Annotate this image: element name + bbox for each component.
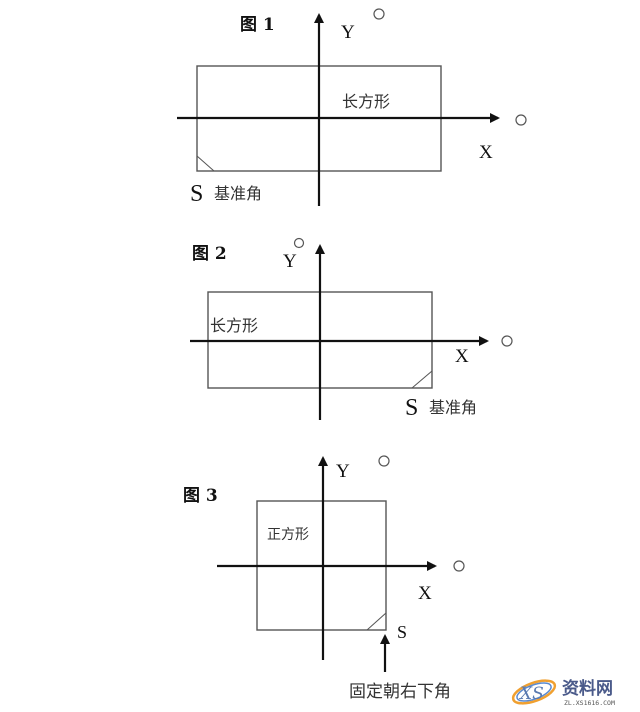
figure-2: 图 2 Y X 长方形 S 基准角 <box>190 237 513 421</box>
figure-1-y-origin-circle <box>373 8 385 20</box>
figure-1-y-label: Y <box>341 22 355 43</box>
figure-2-y-label: Y <box>283 251 297 272</box>
logo-ring-icon <box>516 682 552 702</box>
figure-2-s-label: S <box>405 395 418 421</box>
watermark-url: ZL.XS1616.COM <box>564 699 615 707</box>
figure-3-shape-label: 正方形 <box>267 527 309 543</box>
figure-3-y-origin-circle <box>378 455 390 467</box>
figure-3-y-label: Y <box>336 461 350 482</box>
figure-3: 图 3 Y X 正方形 S 固定朝右下角 <box>183 455 465 702</box>
figure-2-x-origin-circle <box>501 335 513 347</box>
figure-2-shape-label: 长方形 <box>210 316 258 335</box>
figure-1-x-label: X <box>479 142 493 163</box>
figure-2-datum-label: 基准角 <box>429 398 477 417</box>
logo-swoosh-icon <box>511 679 557 705</box>
watermark-logo: XS 资料网 ZL.XS1616.COM <box>511 678 615 707</box>
figure-1-s-label: S <box>190 181 203 207</box>
figure-3-title: 图 3 <box>183 486 218 506</box>
figure-1: 图 1 Y X 长方形 S 基准角 <box>177 8 527 207</box>
figure-3-corner-note: 固定朝右下角 <box>349 682 451 702</box>
figure-1-x-origin-circle <box>515 114 527 126</box>
logo-mark: XS <box>518 684 544 704</box>
figure-2-datum-corner-mark <box>411 370 433 389</box>
figure-3-x-origin-circle <box>453 560 465 572</box>
figure-1-title: 图 1 <box>240 15 275 35</box>
watermark-name: 资料网 <box>562 678 613 699</box>
figure-3-s-label: S <box>397 622 407 642</box>
figure-3-corner-mark <box>366 612 387 631</box>
figure-2-title: 图 2 <box>192 244 227 264</box>
figure-2-x-label: X <box>455 346 469 367</box>
figure-1-datum-label: 基准角 <box>214 184 262 203</box>
figure-2-y-origin-circle <box>293 237 305 249</box>
figure-3-x-label: X <box>418 583 432 604</box>
figure-1-datum-corner-mark <box>196 155 215 172</box>
figure-1-shape-label: 长方形 <box>342 92 390 111</box>
